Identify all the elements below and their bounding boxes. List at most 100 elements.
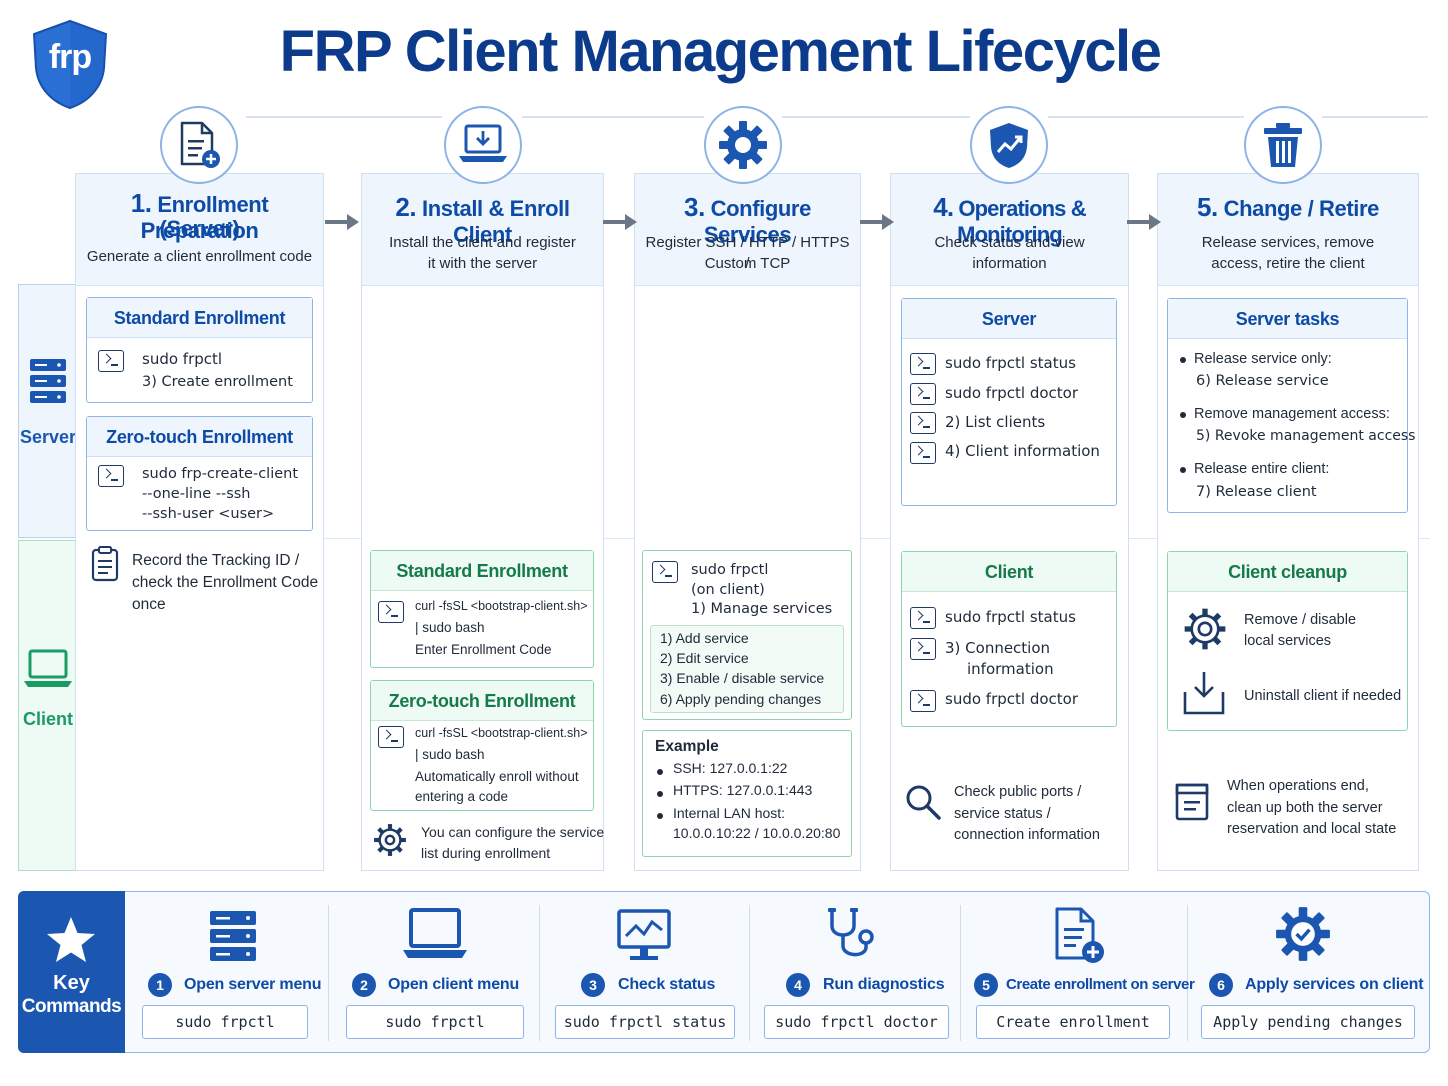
connector (782, 116, 970, 118)
service-options-box: 1) Add service 2) Edit service 3) Enable… (650, 625, 844, 713)
step-badge: 1 (148, 973, 172, 997)
menu-option: 7) Release client (1196, 484, 1317, 500)
step-subtitle: Release services, remove (1201, 234, 1375, 251)
divider (960, 905, 961, 1041)
terminal-icon (910, 607, 936, 629)
step-badge: 5 (974, 973, 998, 997)
download-tray-icon (1183, 672, 1225, 715)
step-subtitle: Register SSH / HTTP / HTTPS / (645, 234, 850, 272)
step-number: 5. (1197, 192, 1218, 222)
server-icon (30, 359, 66, 403)
step-5-icon-circle (1244, 106, 1322, 184)
example-title: Example (655, 738, 719, 755)
step-subtitle: Check status and view (934, 234, 1085, 251)
step-title: Operations & Monitoring (957, 196, 1086, 247)
command-text: sudo frpctl doctor (945, 690, 1078, 708)
server-lane-label: Server (19, 427, 77, 447)
example-item: HTTPS: 127.0.0.1:443 (673, 782, 813, 798)
step-1-header: 1. Enrollment Preparation (Server) Gener… (76, 174, 323, 286)
cleanup-item: Remove / disable (1244, 612, 1357, 628)
laptop-icon (403, 908, 467, 958)
example-item: Internal LAN host: (673, 805, 786, 821)
client-lane-label: Client (22, 709, 73, 729)
connector (522, 116, 704, 118)
cleanup-note: reservation and local state (1227, 821, 1397, 837)
search-icon (906, 785, 941, 820)
document-add-icon (180, 121, 220, 168)
step-number: 1. (130, 188, 152, 218)
gear-check-icon (1276, 907, 1330, 961)
step-5-column: 5. Change / Retire Release services, rem… (1157, 173, 1419, 871)
step-1-icon-circle (160, 106, 238, 184)
gear-icon (1184, 608, 1226, 650)
key-command-chip[interactable]: Create enrollment (976, 1005, 1170, 1039)
command-text: curl -fsSL <bootstrap-client.sh> (415, 726, 588, 740)
key-command-chip[interactable]: Apply pending changes (1201, 1005, 1415, 1039)
card-title: Client cleanup (1168, 552, 1407, 592)
step-4-icon-circle (970, 106, 1048, 184)
record-note: Record the Tracking ID / (132, 552, 300, 569)
terminal-icon (910, 412, 936, 434)
page-title: FRP Client Management Lifecycle (279, 19, 1162, 84)
menu-option: 6) Release service (1196, 373, 1329, 389)
card-title: Standard Enrollment (371, 551, 593, 591)
server-icon (210, 911, 256, 961)
key-command-chip[interactable]: sudo frpctl status (555, 1005, 735, 1039)
step-number: 3. (684, 192, 705, 222)
service-list-note: list during enrollment (421, 845, 551, 861)
step-subtitle-line2: access, retire the client (1211, 255, 1365, 272)
divider (749, 905, 750, 1041)
instruction-text: entering a code (415, 789, 509, 804)
step-title-line2: (Server) (159, 216, 240, 241)
cleanup-note: clean up both the server (1227, 800, 1383, 816)
terminal-icon (910, 383, 936, 405)
step-subtitle-line2: Custom TCP (704, 255, 791, 272)
key-label: Apply services on client (1245, 976, 1424, 993)
step-badge: 6 (1209, 973, 1233, 997)
star-icon (47, 917, 95, 962)
c5-client-cleanup-card: Client cleanup Remove / disable local se… (1167, 551, 1408, 731)
step-number: 4. (933, 192, 954, 222)
terminal-icon (378, 726, 404, 748)
service-option: 1) Add service (660, 630, 749, 646)
c4-client-card: Client sudo frpctl status 3) Connection … (901, 551, 1117, 727)
command-text: | sudo bash (415, 747, 485, 762)
connector (1048, 116, 1244, 118)
terminal-icon (910, 442, 936, 464)
key-command-chip[interactable]: sudo frpctl doctor (764, 1005, 949, 1039)
menu-option: 3) Connection (945, 639, 1051, 657)
terminal-icon (910, 638, 936, 660)
record-note: once (132, 596, 166, 613)
command-text: | sudo bash (415, 620, 485, 635)
bullet (1180, 412, 1186, 418)
bullet (1180, 357, 1186, 363)
step-2-icon-circle (444, 106, 522, 184)
menu-option: 5) Revoke management access (1196, 428, 1416, 444)
cleanup-note: When operations end, (1227, 778, 1369, 794)
step-3-header: 3. Configure Services Register SSH / HTT… (635, 174, 860, 286)
step-title: Change / Retire (1223, 196, 1380, 221)
stethoscope-icon (828, 908, 874, 957)
terminal-icon (98, 350, 124, 372)
key-command-chip[interactable]: sudo frpctl (346, 1005, 524, 1039)
cleanup-item: Uninstall client if needed (1244, 688, 1402, 704)
clipboard-icon (91, 546, 119, 582)
terminal-icon (910, 690, 936, 712)
service-option: 2) Edit service (660, 650, 749, 666)
step-title: Enrollment Preparation (140, 192, 269, 243)
terminal-icon (910, 353, 936, 375)
key-command-chip[interactable]: sudo frpctl (142, 1005, 308, 1039)
step-number: 2. (395, 192, 417, 222)
command-text: --ssh-user <user> (142, 506, 275, 522)
menu-option: 1) Manage services (691, 601, 833, 617)
server-lane: Server (18, 284, 76, 538)
command-text: sudo frpctl status (945, 354, 1076, 372)
service-list-note: You can configure the service (421, 824, 605, 840)
example-item: 10.0.0.10:22 / 10.0.0.20:80 (673, 825, 841, 841)
command-text: sudo frpctl doctor (945, 384, 1078, 402)
step-5-header: 5. Change / Retire Release services, rem… (1158, 174, 1418, 286)
divider (539, 905, 540, 1041)
command-text: curl -fsSL <bootstrap-client.sh> (415, 599, 588, 613)
step-title: Configure Services (703, 196, 812, 247)
